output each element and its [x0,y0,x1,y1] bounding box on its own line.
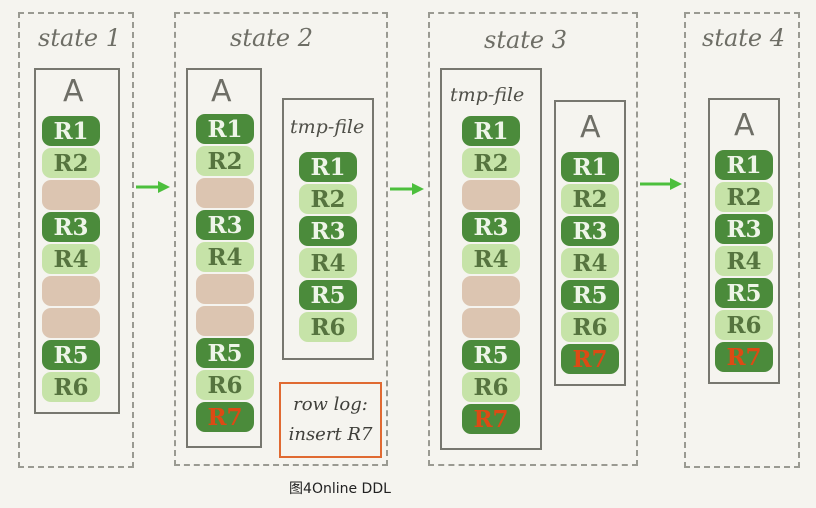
row-r1: R1 [561,152,619,182]
row-r4: R4 [42,244,100,274]
row-r5: R5 [196,338,254,368]
row-r4: R4 [196,242,254,272]
empty-slot [196,274,254,304]
row-log-entry: insert R7 [288,424,373,445]
empty-slot [42,276,100,306]
row-r2: R2 [462,148,520,178]
row-r5: R5 [561,280,619,310]
row-r6: R6 [561,312,619,342]
empty-slot [42,180,100,210]
stage-3: state 3 [428,12,638,466]
empty-slot [462,276,520,306]
stage-title: state 2 [230,24,314,52]
row-r2: R2 [715,182,773,212]
tmp-file-label: tmp-file [450,84,525,106]
row-r7: R7 [196,402,254,432]
row-r2: R2 [299,184,357,214]
row-r6: R6 [42,372,100,402]
table-label: A [63,74,84,109]
row-r3: R3 [462,212,520,242]
row-r4: R4 [561,248,619,278]
row-r1: R1 [42,116,100,146]
empty-slot [196,178,254,208]
row-log-title: row log: [293,394,368,415]
row-r1: R1 [462,116,520,146]
table-box-a: A [34,68,120,414]
stage-1: state 1 [18,12,134,468]
empty-slot [42,308,100,338]
row-r5: R5 [462,340,520,370]
row-r7: R7 [715,342,773,372]
row-r3: R3 [715,214,773,244]
empty-slot [462,308,520,338]
tmp-file-box: tmp-file [440,68,542,450]
tmp-file-box: tmp-file [282,98,374,360]
row-r5: R5 [42,340,100,370]
row-r1: R1 [196,114,254,144]
row-r1: R1 [715,150,773,180]
table-box-a: A [186,68,262,448]
table-label: A [734,108,755,143]
table-box-a: A [708,98,780,384]
row-log-box: row log: insert R7 [279,382,382,458]
table-box-a: A [554,100,626,386]
row-r5: R5 [299,280,357,310]
row-r3: R3 [561,216,619,246]
row-r4: R4 [462,244,520,274]
figure-caption: 图4Online DDL [289,481,391,497]
empty-slot [462,180,520,210]
row-r3: R3 [196,210,254,240]
row-r3: R3 [299,216,357,246]
row-r6: R6 [299,312,357,342]
row-r2: R2 [561,184,619,214]
row-r2: R2 [42,148,100,178]
stage-title: state 4 [702,24,786,52]
row-r6: R6 [462,372,520,402]
arrow-right-icon [640,178,682,190]
row-r7: R7 [462,404,520,434]
stage-title: state 3 [484,26,568,54]
row-r5: R5 [715,278,773,308]
row-r2: R2 [196,146,254,176]
tmp-file-label: tmp-file [290,116,365,138]
row-r6: R6 [196,370,254,400]
row-r1: R1 [299,152,357,182]
stage-title: state 1 [38,24,122,52]
empty-slot [196,306,254,336]
table-label: A [211,74,232,109]
arrow-right-icon [136,181,170,193]
stage-4: state 4 [684,12,800,468]
row-r4: R4 [715,246,773,276]
row-r7: R7 [561,344,619,374]
arrow-right-icon [390,183,424,195]
row-r4: R4 [299,248,357,278]
stage-2: state 2 [174,12,388,466]
row-r3: R3 [42,212,100,242]
table-label: A [580,110,601,145]
row-r6: R6 [715,310,773,340]
